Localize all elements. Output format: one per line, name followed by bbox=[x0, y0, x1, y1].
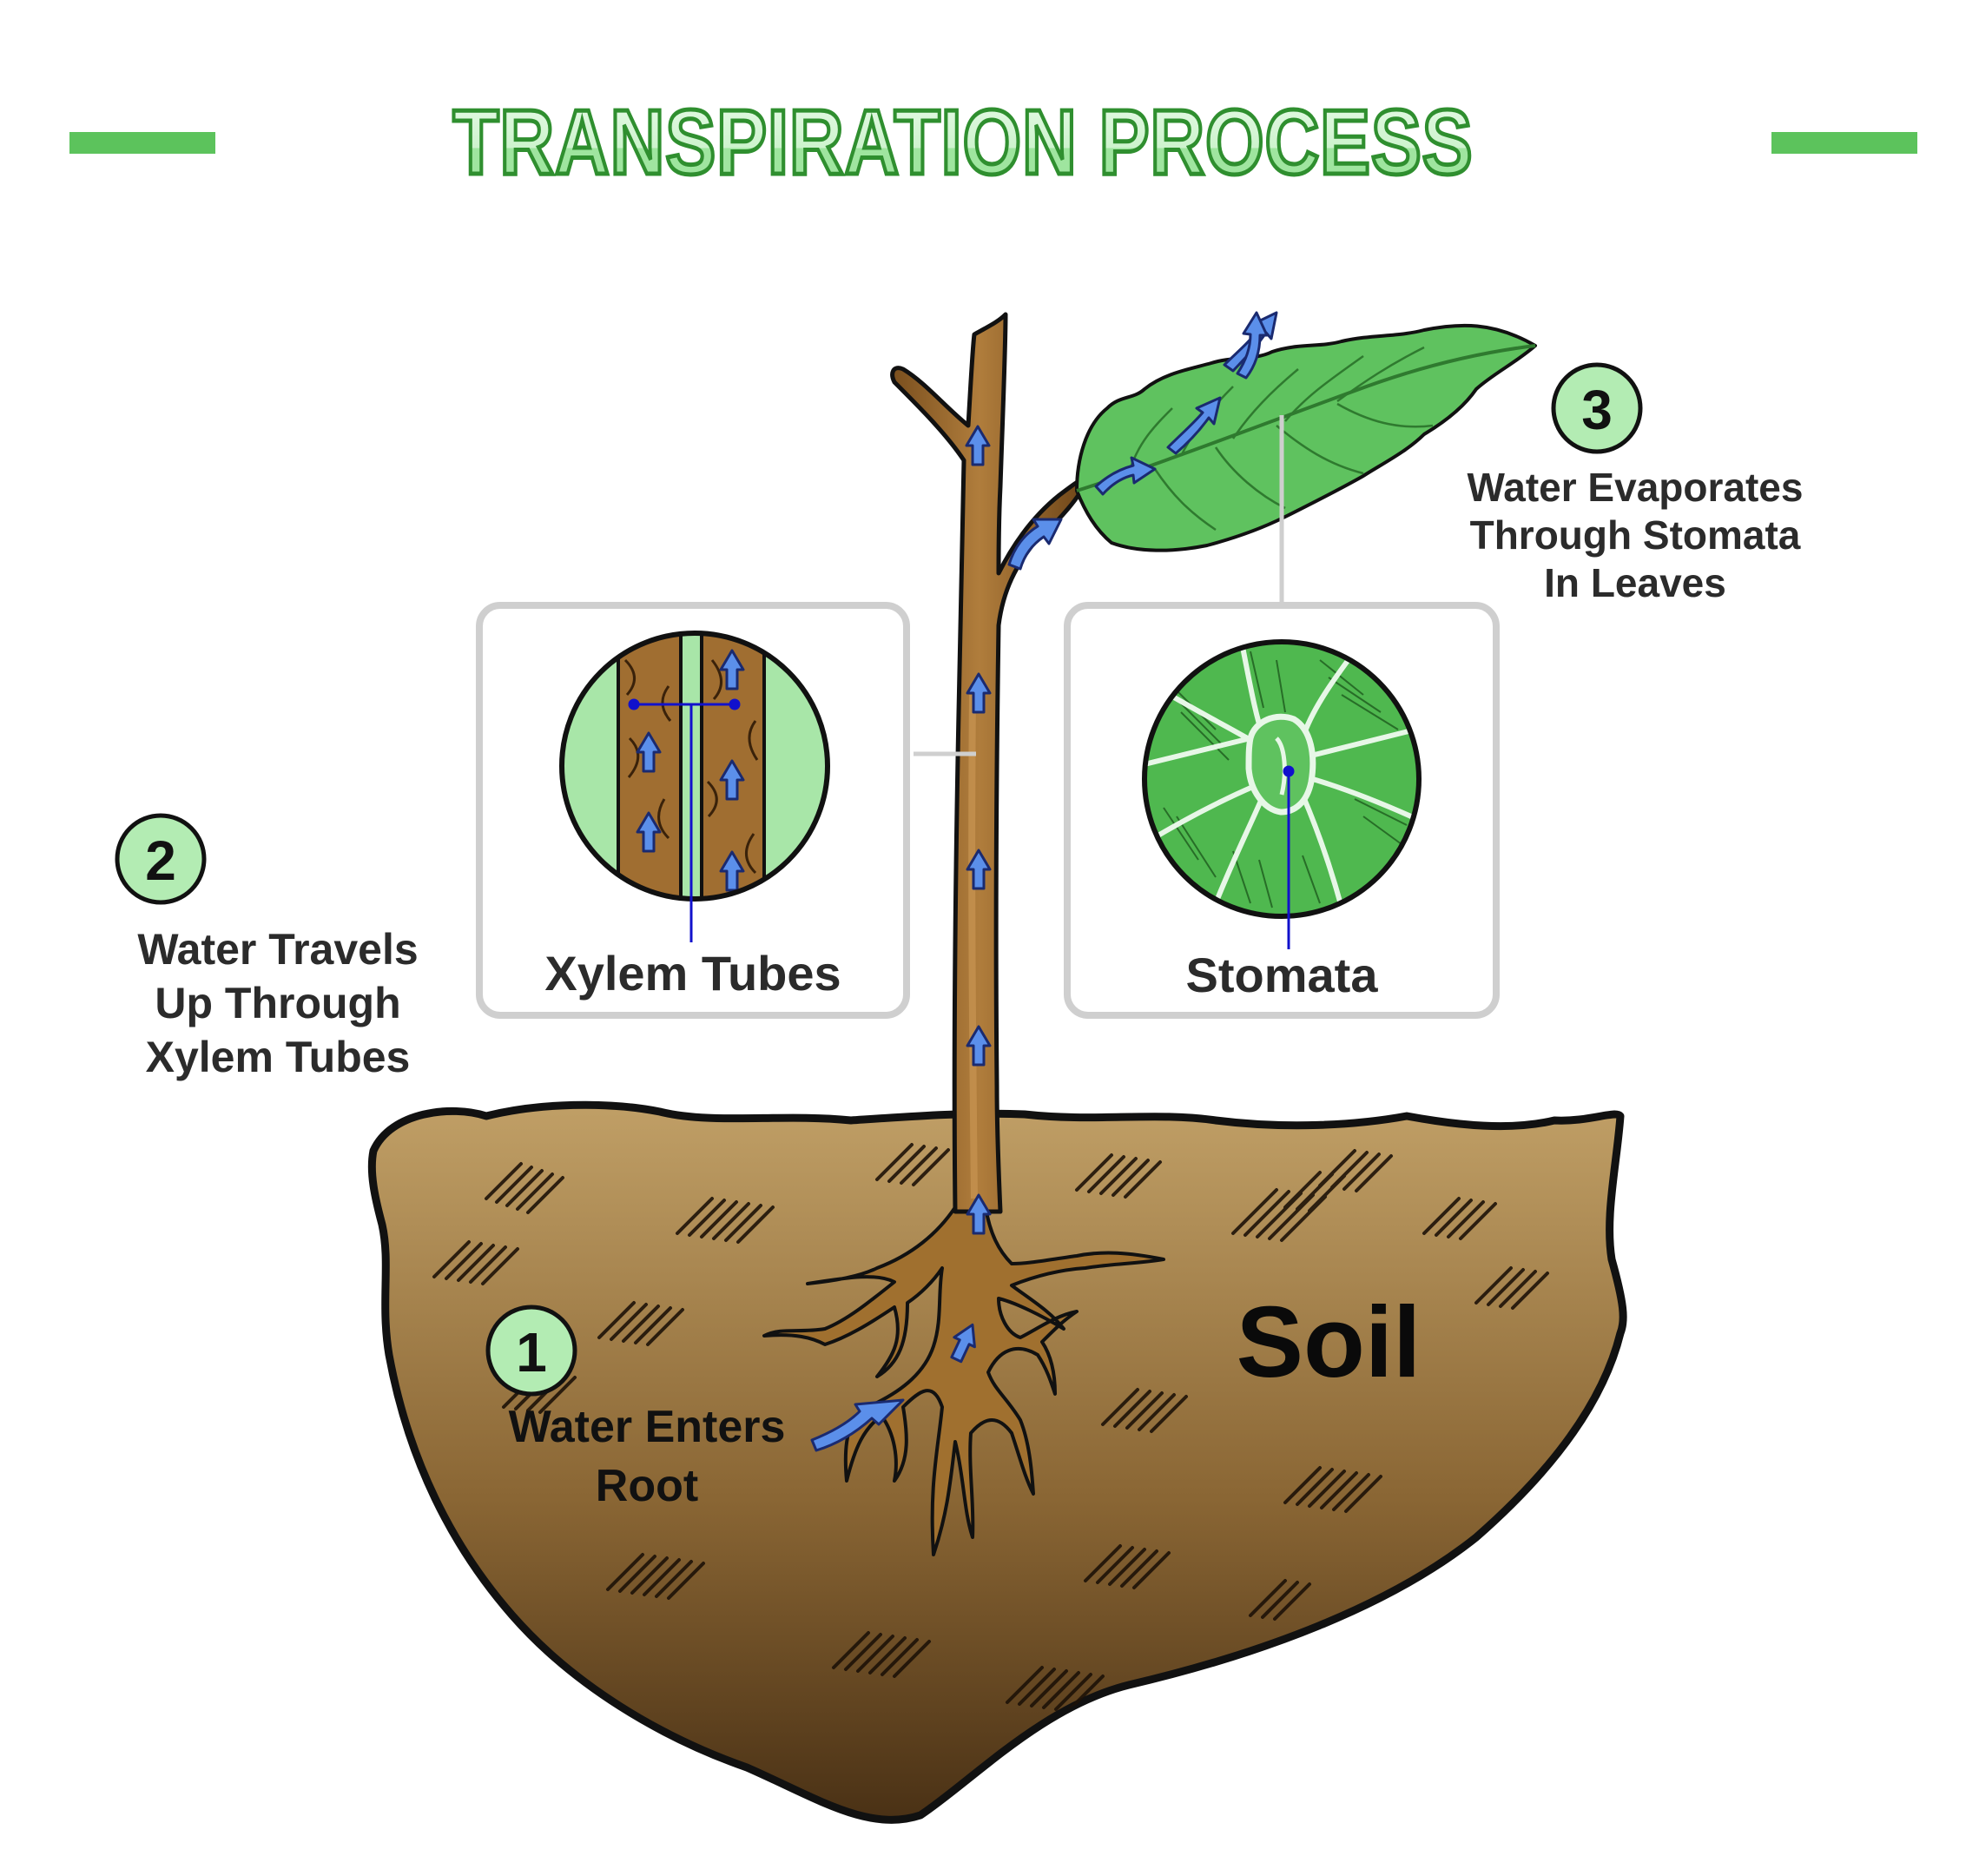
water-flow-arrow-icon bbox=[719, 649, 745, 690]
water-flow-arrow-icon bbox=[1166, 396, 1222, 455]
water-flow-arrow-icon bbox=[719, 759, 745, 801]
stem-highlight bbox=[968, 694, 978, 1199]
step-1: 1 Water Enters Root bbox=[485, 1305, 786, 1511]
xylem-inset-label: Xylem Tubes bbox=[544, 946, 841, 1001]
water-flow-arrow-icon bbox=[966, 849, 992, 890]
water-flow-arrow-icon bbox=[1094, 456, 1157, 496]
step-text-line: In Leaves bbox=[1544, 560, 1726, 605]
step-badge bbox=[1551, 362, 1643, 454]
water-flow-arrow-icon bbox=[950, 1323, 976, 1364]
step-badge bbox=[485, 1305, 577, 1397]
soil-label: Soil bbox=[1237, 1285, 1422, 1398]
water-flow-arrow-icon bbox=[1007, 518, 1063, 571]
stomata-inset: Stomata bbox=[1064, 415, 1500, 1019]
water-flow-arrow-icon bbox=[719, 850, 745, 892]
water-flow-arrow-icon bbox=[1236, 311, 1269, 380]
water-flow-arrow-icon bbox=[810, 1398, 905, 1452]
water-flow-arrow-icon bbox=[966, 672, 992, 714]
stomata-pointer bbox=[1283, 765, 1295, 949]
step-text-line: Xylem Tubes bbox=[146, 1033, 411, 1081]
step-number: 2 bbox=[145, 829, 176, 892]
water-flow-arrows bbox=[810, 311, 1278, 1452]
water-flow-arrow-icon bbox=[966, 1193, 992, 1235]
step-text-line: Root bbox=[596, 1461, 698, 1511]
soil-mound bbox=[367, 1100, 1627, 1824]
step-text-line: Through Stomata bbox=[1470, 512, 1801, 558]
step-badge bbox=[115, 813, 207, 905]
step-text-line: Water Evaporates bbox=[1468, 465, 1804, 510]
step-number: 1 bbox=[516, 1321, 547, 1384]
stomata-inset-label: Stomata bbox=[1186, 948, 1379, 1002]
step-2: 2 Water Travels Up Through Xylem Tubes bbox=[115, 813, 419, 1081]
water-flow-arrow-icon bbox=[636, 731, 662, 773]
plant-stem bbox=[890, 312, 1088, 1214]
xylem-inset: Xylem Tubes bbox=[476, 602, 976, 1019]
water-flow-arrow-icon bbox=[636, 811, 662, 853]
water-flow-arrow-icon bbox=[966, 1025, 992, 1067]
plant-roots bbox=[762, 1206, 1165, 1556]
accent-bar-left bbox=[69, 132, 215, 154]
step-text-line: Water Travels bbox=[137, 925, 418, 974]
plant-leaf bbox=[1075, 323, 1537, 552]
step-text-line: Water Enters bbox=[509, 1402, 786, 1452]
step-text-line: Up Through bbox=[155, 979, 400, 1027]
accent-bar-right bbox=[1771, 132, 1917, 154]
step-3: 3 Water Evaporates Through Stomata In Le… bbox=[1468, 362, 1804, 605]
step-number: 3 bbox=[1581, 379, 1613, 441]
xylem-pointer bbox=[628, 698, 741, 942]
water-flow-arrow-icon bbox=[965, 425, 991, 466]
page-title: TRANSPIRATION PROCESS bbox=[453, 91, 1474, 194]
